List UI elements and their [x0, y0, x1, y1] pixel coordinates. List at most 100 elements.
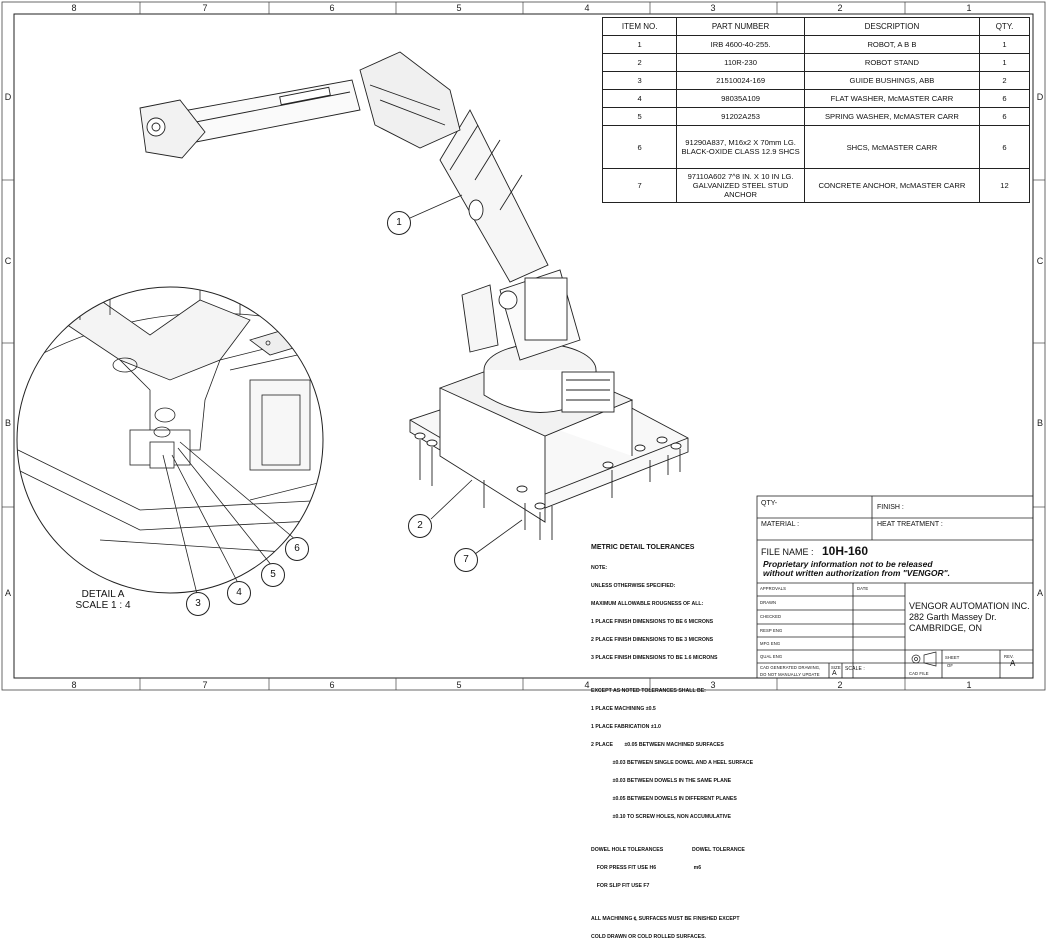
item-balloon-6: 6 [285, 537, 309, 561]
file-name-value: 10H-160 [822, 544, 869, 558]
company-block: VENGOR AUTOMATION INC. 282 Garth Massey … [909, 601, 1030, 634]
tolerance-line: 2 PLACE ±0.05 BETWEEN MACHINED SURFACES [591, 742, 724, 748]
zone-col-3-bottom: 3 [710, 680, 716, 690]
table-row: 5 91202A253 SPRING WASHER, McMASTER CARR… [601, 107, 1030, 126]
bom-header-row: ITEM NO. PART NUMBER DESCRIPTION QTY. [601, 17, 1030, 36]
zone-col-8: 8 [71, 3, 77, 13]
size-label: SIZE [831, 665, 841, 670]
zone-col-6-bottom: 6 [329, 680, 335, 690]
zone-col-2: 2 [837, 3, 843, 13]
bom-desc: ROBOT STAND [803, 53, 981, 72]
bom-part: IRB 4600-40-255. [676, 35, 805, 54]
company-name: VENGOR AUTOMATION INC. [909, 601, 1030, 611]
qty-label: QTY- [761, 500, 778, 507]
zone-col-1-bottom: 1 [966, 680, 972, 690]
zone-col-7: 7 [202, 3, 208, 13]
bom-part: 98035A109 [676, 89, 805, 108]
proprietary-line-2: without written authorization from "VENG… [763, 568, 951, 578]
cad-manual-label: DO NOT MANUALLY UPDATE [760, 672, 820, 677]
zone-row-b-right: B [1036, 418, 1043, 428]
checked-label: CHECKED [760, 614, 782, 619]
company-address-2: CAMBRIDGE, ON [909, 623, 983, 633]
item-balloon-3: 3 [186, 592, 210, 616]
drawn-label: DRAWN [760, 600, 777, 605]
zone-row-a-right: A [1036, 588, 1043, 598]
bom-desc: SPRING WASHER, McMASTER CARR [803, 107, 981, 126]
title-block-lines [756, 495, 1034, 679]
tolerance-notes: NOTE: UNLESS OTHERWISE SPECIFIED: MAXIMU… [591, 553, 756, 952]
mfg-eng-label: MFG ENG [760, 641, 781, 646]
bom-item: 2 [601, 53, 678, 72]
zone-col-5-bottom: 5 [456, 680, 462, 690]
item-balloon-4: 4 [227, 581, 251, 605]
bom-part: 91290A837, M16x2 X 70mm LG. BLACK-OXIDE … [676, 125, 805, 169]
drawing-canvas [1, 1, 1046, 691]
zone-col-3: 3 [710, 3, 716, 13]
scale-label: SCALE : [845, 666, 865, 672]
bom-desc: ROBOT, A B B [803, 35, 981, 54]
zone-row-c-right: C [1036, 256, 1044, 266]
proprietary-notice: Proprietary information not to be releas… [763, 560, 950, 578]
item-balloon-1: 1 [387, 211, 411, 235]
cad-generated-label: CAD GENERATED DRAWING, [760, 665, 821, 670]
tolerance-line: FOR SLIP FIT USE F7 [591, 883, 650, 889]
heat-treatment-label: HEAT TREATMENT : [877, 521, 943, 528]
bom-qty: 6 [979, 107, 1030, 126]
bom-item: 5 [601, 107, 678, 126]
inner-border [13, 13, 1034, 679]
tolerance-line: 1 PLACE FABRICATION ±1.0 [591, 724, 661, 730]
zone-row-d-right: D [1036, 92, 1044, 102]
detail-title: DETAIL A [81, 589, 125, 600]
bom-part: 97110A602 7^8 IN. X 10 IN LG. GALVANIZED… [676, 168, 805, 203]
tolerance-line: ±0.03 BETWEEN SINGLE DOWEL AND A HEEL SU… [591, 760, 754, 766]
tolerance-line: ALL MACHINING ℄ SURFACES MUST BE FINISHE… [591, 916, 740, 922]
bom-header-item: ITEM NO. [601, 17, 678, 36]
date-label: DATE [857, 586, 869, 591]
tolerance-line: ±0.10 TO SCREW HOLES, NON ACCUMULATIVE [591, 814, 731, 820]
outer-border [1, 1, 1046, 691]
bom-item: 7 [601, 168, 678, 203]
zone-row-c: C [4, 256, 12, 266]
tolerance-line [591, 673, 756, 676]
bom-qty: 12 [979, 168, 1030, 203]
zone-col-5: 5 [456, 3, 462, 13]
bom-item: 6 [601, 125, 678, 169]
finish-label: FINISH : [877, 504, 904, 511]
zone-col-4: 4 [584, 3, 590, 13]
cad-file-label: CAD FILE [909, 671, 929, 676]
bom-part: 110R-230 [676, 53, 805, 72]
proprietary-line-1: Proprietary information not to be releas… [763, 559, 933, 569]
bom-header-part: PART NUMBER [676, 17, 805, 36]
detail-a-label: DETAIL A SCALE 1 : 4 [58, 589, 148, 611]
item-balloon-2: 2 [408, 514, 432, 538]
tolerance-line [591, 901, 756, 904]
bom-qty: 6 [979, 89, 1030, 108]
bom-qty: 1 [979, 53, 1030, 72]
zone-row-d: D [4, 92, 12, 102]
material-label: MATERIAL : [761, 521, 800, 528]
tolerance-line: 1 PLACE MACHINING ±0.5 [591, 706, 656, 712]
detail-a-view [17, 287, 323, 556]
bom-desc: CONCRETE ANCHOR, McMASTER CARR [803, 168, 981, 203]
rev-value: A [1010, 659, 1016, 668]
bom-qty: 6 [979, 125, 1030, 169]
bom-item: 4 [601, 89, 678, 108]
tolerance-line: DOWEL HOLE TOLERANCES DOWEL TOLERANCE [591, 847, 745, 853]
bom-part: 91202A253 [676, 107, 805, 126]
bom-desc: GUIDE BUSHINGS, ABB [803, 71, 981, 90]
zone-row-a: A [4, 588, 11, 598]
zone-col-1: 1 [966, 3, 972, 13]
robot-base [461, 269, 615, 413]
qual-eng-label: QUAL ENG [760, 654, 783, 659]
zone-row-b: B [4, 418, 11, 428]
tolerance-line: EXCEPT AS NOTED TOLERANCES SHALL BE: [591, 688, 706, 694]
tolerance-line: COLD DRAWN OR COLD ROLLED SURFACES. [591, 934, 706, 940]
bom-item: 1 [601, 35, 678, 54]
file-name-label: FILE NAME : [761, 547, 814, 557]
projection-symbol [911, 651, 937, 667]
tolerance-line: FOR PRESS FIT USE H6 m6 [591, 865, 702, 871]
tolerance-line: 3 PLACE FINISH DIMENSIONS TO BE 1.6 MICR… [591, 655, 718, 661]
bom-qty: 2 [979, 71, 1030, 90]
tolerance-line: 2 PLACE FINISH DIMENSIONS TO BE 3 MICRON… [591, 637, 714, 643]
